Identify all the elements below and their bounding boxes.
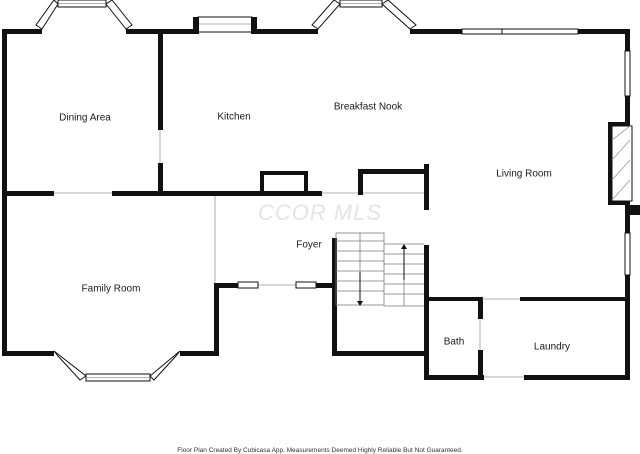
room-label-bath: Bath: [444, 337, 465, 348]
interior-walls: [2, 34, 429, 210]
room-label-breakfast-nook: Breakfast Nook: [334, 102, 403, 113]
watermark: CCOR MLS: [258, 200, 382, 225]
room-label-foyer: Foyer: [296, 240, 322, 251]
windows: [35, 0, 640, 382]
room-label-kitchen: Kitchen: [217, 112, 250, 123]
staircase: [335, 232, 424, 307]
room-label-dining-area: Dining Area: [59, 113, 111, 124]
room-label-living-room: Living Room: [496, 169, 552, 180]
room-label-laundry: Laundry: [534, 342, 570, 353]
room-label-family-room: Family Room: [82, 284, 141, 295]
footer-disclaimer: Floor Plan Created By Cubicasa App. Meas…: [177, 447, 463, 454]
